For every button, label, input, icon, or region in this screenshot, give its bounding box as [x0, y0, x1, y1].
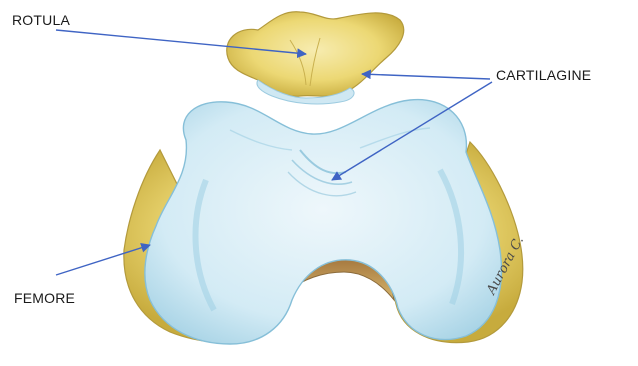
label-rotula: ROTULA — [12, 12, 70, 28]
femoral-cartilage — [145, 100, 502, 344]
label-cartilagine: CARTILAGINE — [496, 67, 591, 83]
label-femore: FEMORE — [14, 290, 75, 306]
patella — [227, 12, 404, 104]
arrow-cartilagine-patella — [362, 74, 490, 79]
